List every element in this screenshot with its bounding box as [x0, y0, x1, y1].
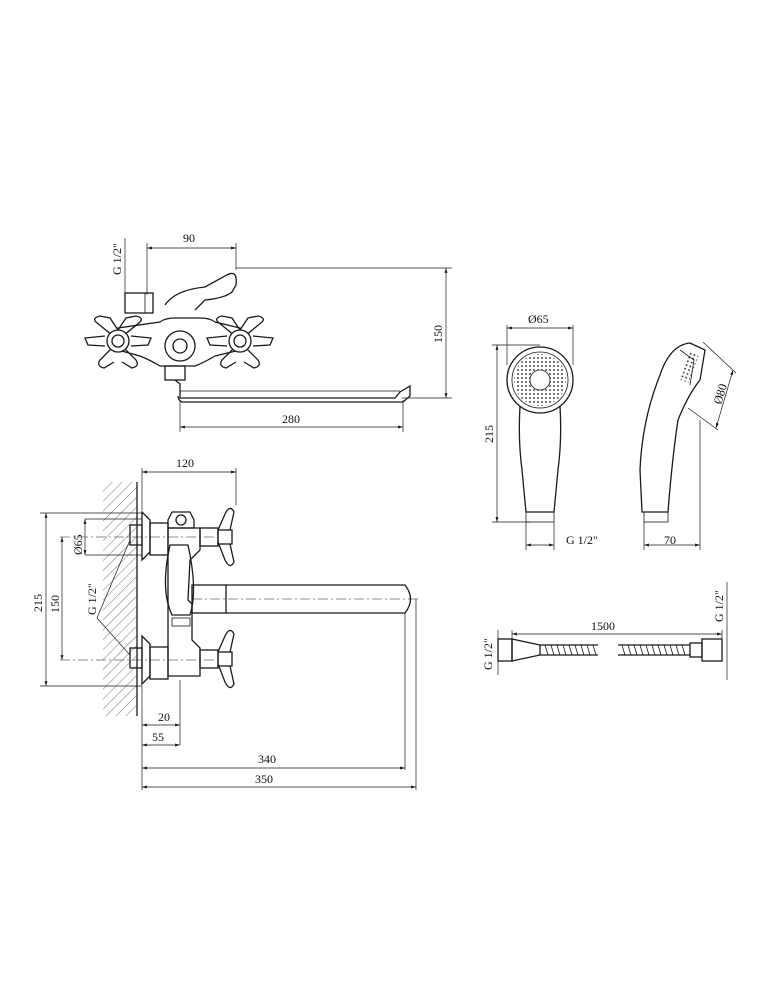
side-spacing-label: 150 — [48, 595, 62, 613]
shower-depth-label: 70 — [664, 533, 676, 547]
front-view-mixer — [84, 272, 411, 403]
shower-head-side-dims — [643, 341, 737, 550]
front-view-dimensions — [124, 238, 452, 432]
shower-head-side — [639, 342, 706, 523]
hose-thread-left-label: G 1/2" — [481, 638, 495, 670]
left-cross-handle — [84, 315, 152, 369]
front-handle-offset-label: 90 — [183, 231, 195, 245]
front-spout-length-label: 280 — [282, 412, 300, 426]
side-total-height-label: 215 — [31, 594, 45, 612]
shower-height-label: 215 — [482, 425, 496, 443]
dimension-labels: G 1/2" 90 150 280 120 Ø65 215 150 G 1/2"… — [31, 231, 730, 786]
side-view-dimensions — [40, 468, 417, 790]
side-min-offset-label: 20 — [158, 710, 170, 724]
side-thread-label: G 1/2" — [85, 583, 99, 615]
side-view-mixer — [60, 482, 420, 716]
side-head-dia-label: Ø65 — [71, 534, 85, 555]
side-depth-label: 120 — [176, 456, 194, 470]
front-thread-label: G 1/2" — [110, 243, 124, 275]
front-height-label: 150 — [431, 325, 445, 343]
shower-head-front — [506, 346, 574, 523]
right-cross-handle — [206, 315, 274, 369]
shower-thread-label: G 1/2" — [566, 533, 598, 547]
shower-head-dia-label: Ø65 — [528, 312, 549, 326]
hose-thread-right-label: G 1/2" — [712, 590, 726, 622]
shower-head-front-dims — [492, 325, 574, 550]
shower-hose — [497, 638, 723, 662]
shower-face-dia-label: Ø80 — [710, 382, 729, 406]
side-total-length-label: 350 — [255, 772, 273, 786]
side-wall-offset-label: 55 — [152, 730, 164, 744]
side-spout-reach-label: 340 — [258, 752, 276, 766]
hose-dims — [497, 582, 728, 680]
hose-length-label: 1500 — [591, 619, 615, 633]
